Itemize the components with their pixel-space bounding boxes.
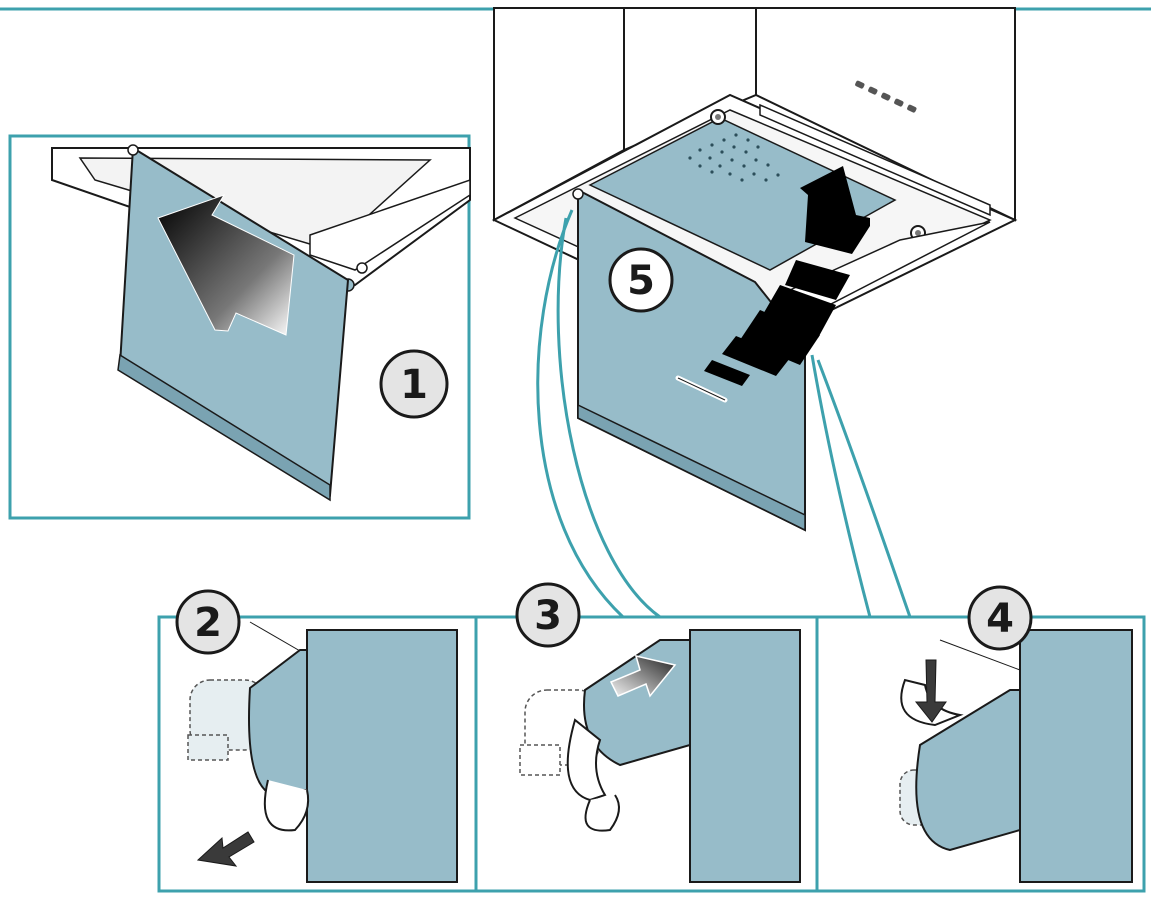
step2-label: 2 (194, 600, 222, 646)
step1-label: 1 (400, 362, 428, 408)
callout-lines (536, 209, 912, 619)
hood-chimney-right (623, 7, 1016, 222)
arrow-up-left-icon (157, 194, 295, 336)
step2-detail: 2 (175, 589, 458, 883)
step5-label: 5 (627, 258, 655, 304)
step1-badge (379, 349, 449, 419)
step3-badge (515, 582, 581, 648)
arrow-up-icon (704, 166, 870, 386)
arrow-down-left-icon (196, 831, 255, 867)
step2-badge (175, 589, 241, 655)
arrow-up-right-icon (609, 654, 677, 698)
arrow-down-icon (914, 659, 947, 723)
step3-label: 3 (534, 593, 562, 639)
step1-panel-frame: 1 (8, 134, 471, 520)
step4-detail: 4 (899, 585, 1133, 883)
step4-label: 4 (986, 596, 1014, 642)
step4-badge (967, 585, 1033, 651)
step3-detail: 3 (515, 582, 801, 883)
step5-badge (608, 247, 674, 313)
step5-hood-view: 5 (491, 7, 1018, 532)
control-buttons (855, 80, 917, 113)
